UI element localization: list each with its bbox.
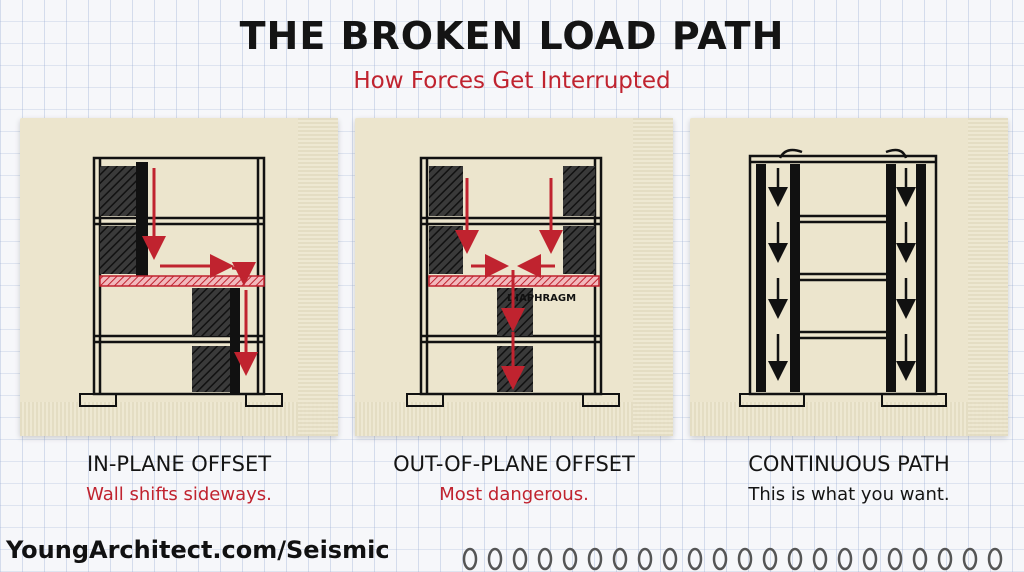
spiral-coil [812, 547, 828, 571]
spiral-coil [662, 547, 678, 571]
out-of-plane-offset-diagram: DIAPHRAGM [406, 156, 620, 407]
spiral-coil [737, 547, 753, 571]
spiral-coil [962, 547, 978, 571]
note-in-plane: Wall shifts sideways. [86, 484, 272, 505]
spiral-coil [912, 547, 928, 571]
in-plane-offset-diagram [79, 156, 283, 407]
spiral-coil [937, 547, 953, 571]
diaphragm-label: DIAPHRAGM [507, 293, 576, 304]
page-title: THE BROKEN LOAD PATH [239, 14, 785, 58]
footer-url: YoungArchitect.com/Seismic [6, 536, 390, 564]
spiral-coil [512, 547, 528, 571]
caption-out-of-plane: OUT-OF-PLANE OFFSET [393, 452, 635, 476]
caption-continuous: CONTINUOUS PATH [748, 452, 950, 476]
spiral-coil [762, 547, 778, 571]
spiral-coil [862, 547, 878, 571]
note-continuous: This is what you want. [748, 484, 950, 505]
spiral-coil [712, 547, 728, 571]
spiral-binding-icon [462, 547, 1003, 571]
spiral-coil [612, 547, 628, 571]
spiral-coil [787, 547, 803, 571]
spiral-coil [887, 547, 903, 571]
page-subtitle: How Forces Get Interrupted [353, 68, 671, 94]
napkin-panel-out-of-plane: DIAPHRAGM [355, 118, 673, 436]
spiral-coil [637, 547, 653, 571]
spiral-coil [537, 547, 553, 571]
spiral-coil [987, 547, 1003, 571]
caption-in-plane: IN-PLANE OFFSET [86, 452, 272, 476]
spiral-coil [687, 547, 703, 571]
spiral-coil [587, 547, 603, 571]
note-out-of-plane: Most dangerous. [439, 484, 589, 505]
spiral-coil [487, 547, 503, 571]
spiral-coil [837, 547, 853, 571]
spiral-coil [462, 547, 478, 571]
continuous-path-diagram [739, 148, 947, 407]
spiral-coil [562, 547, 578, 571]
napkin-panel-continuous [690, 118, 1008, 436]
napkin-panel-in-plane [20, 118, 338, 436]
